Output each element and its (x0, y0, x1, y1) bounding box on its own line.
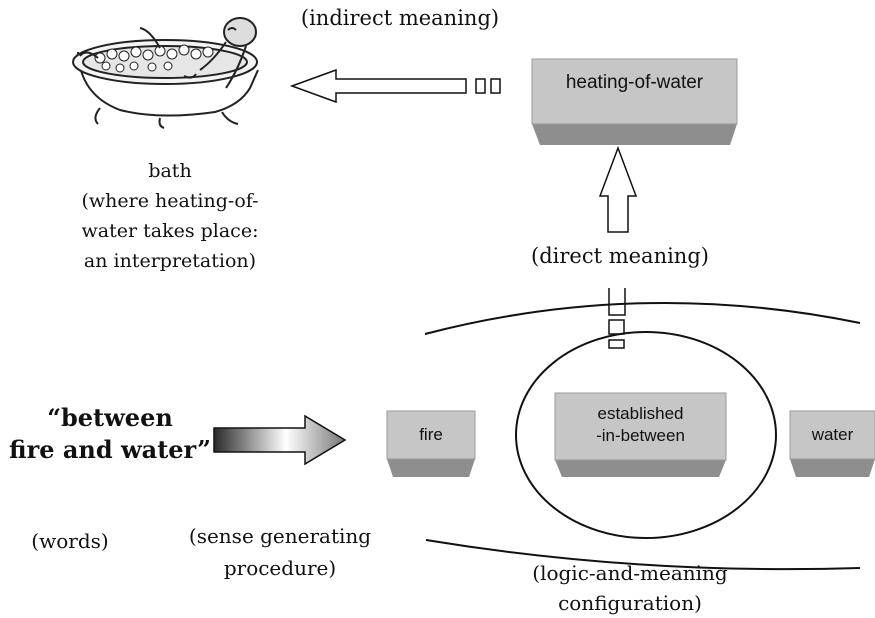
indirect-meaning-arrow (289, 68, 501, 104)
bath-illustration-icon (72, 17, 259, 129)
sense-procedure-line-1: (sense generating (188, 524, 372, 548)
direct-meaning-up-arrow (598, 145, 638, 233)
phrase-label: “between fire and water” (0, 402, 220, 466)
water-label: water (811, 425, 854, 444)
words-label: (words) (31, 529, 109, 553)
established-line-2: -in-between (596, 426, 685, 445)
phrase-line-2: fire and water” (9, 435, 211, 464)
sense-procedure-line-2: procedure) (223, 556, 337, 580)
configuration-label: (logic-and-meaning configuration) (510, 558, 750, 618)
configuration-line-1: (logic-and-meaning (532, 561, 728, 585)
phrase-line-1: “between (47, 403, 173, 432)
sense-procedure-label: (sense generating procedure) (180, 520, 380, 584)
configuration-curves (424, 301, 861, 571)
bath-caption-line-1: bath (148, 160, 192, 182)
sense-generating-arrow (213, 414, 347, 466)
bath-caption: bath (where heating-of- water takes plac… (60, 156, 280, 276)
configuration-line-2: configuration) (558, 591, 702, 615)
bath-caption-line-4: an interpretation) (83, 250, 257, 272)
bath-caption-line-3: water takes place: (81, 220, 259, 242)
direct-meaning-label: (direct meaning) (531, 244, 709, 268)
established-in-between-label: established -in-between (555, 403, 726, 447)
fire-box (386, 410, 476, 477)
established-line-1: established (597, 404, 684, 423)
established-in-between-box (554, 392, 727, 477)
meaning-stem (608, 288, 626, 349)
water-box (789, 410, 875, 477)
heating-of-water-label: heating-of-water (565, 72, 704, 93)
fire-label: fire (419, 425, 443, 444)
heating-of-water-box (531, 58, 738, 145)
indirect-meaning-label: (indirect meaning) (300, 6, 500, 30)
bath-caption-line-2: (where heating-of- (81, 190, 259, 212)
